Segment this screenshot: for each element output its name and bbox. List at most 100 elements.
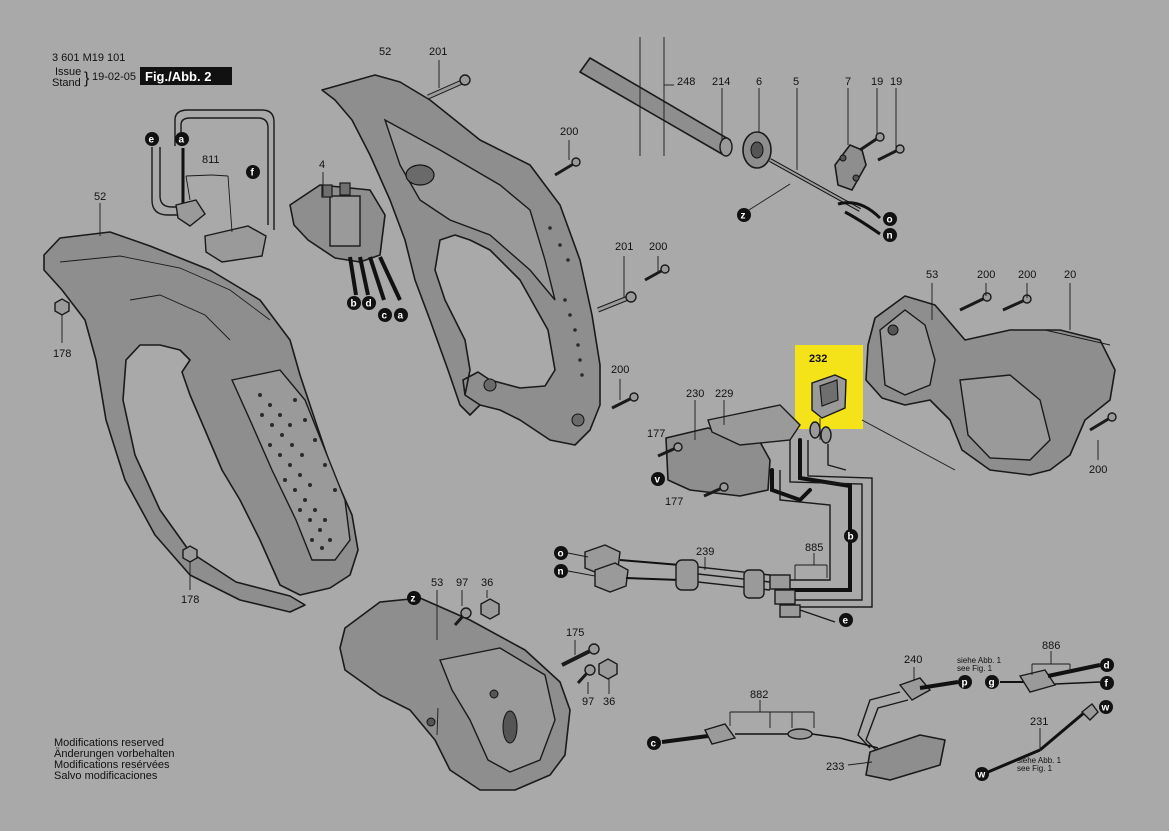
svg-text:f: f <box>1105 679 1109 690</box>
label-97-a: 97 <box>456 577 468 589</box>
issue-date: 19-02-05 <box>92 71 136 83</box>
marker-o1: o <box>883 212 897 226</box>
screw-201-b <box>597 291 637 313</box>
marker-n1: n <box>883 228 897 242</box>
marker-c1: c <box>378 308 392 322</box>
label-201-b: 201 <box>615 241 633 253</box>
marker-b1: b <box>347 296 361 310</box>
grommet-6 <box>742 131 772 169</box>
svg-text:see Fig. 1: see Fig. 1 <box>1017 764 1053 773</box>
marker-f1: f <box>246 165 260 179</box>
label-4: 4 <box>319 159 325 171</box>
label-886: 886 <box>1042 640 1060 652</box>
svg-text:p: p <box>962 678 968 689</box>
footer-line-fr: Modifications resérvées <box>54 759 170 771</box>
screw-175 <box>561 643 600 667</box>
capacitor-233 <box>865 734 946 781</box>
label-239: 239 <box>696 546 714 558</box>
nut-36-a <box>480 598 500 620</box>
label-36-a: 36 <box>481 577 493 589</box>
svg-text:siehe Abb. 1: siehe Abb. 1 <box>1017 756 1062 765</box>
label-232: 232 <box>809 353 827 365</box>
connector-886 <box>1000 663 1101 693</box>
brace-icon: } <box>84 70 90 87</box>
label-230: 230 <box>686 388 704 400</box>
screw-97-b <box>576 664 596 685</box>
screw-177-a <box>657 442 683 458</box>
screw-19-a <box>859 132 885 152</box>
svg-text:v: v <box>655 475 661 486</box>
switch-232 <box>811 374 847 419</box>
screw-19-b <box>877 144 905 162</box>
label-5: 5 <box>793 76 799 88</box>
svg-text:z: z <box>411 594 416 605</box>
label-811: 811 <box>202 154 220 166</box>
fig-label: Fig./Abb. 2 <box>145 69 211 84</box>
screw-200-f <box>1089 412 1117 432</box>
svg-text:o: o <box>558 549 564 560</box>
marker-f2: f <box>1100 676 1114 690</box>
svg-text:b: b <box>848 532 854 543</box>
connectors-232 <box>809 421 832 444</box>
terminals-left <box>584 544 681 593</box>
svg-text:c: c <box>651 739 657 750</box>
label-231: 231 <box>1030 716 1048 728</box>
screw-201-top <box>426 74 471 100</box>
svg-text:a: a <box>179 135 185 146</box>
label-36-b: 36 <box>603 696 615 708</box>
screw-200-a <box>554 157 581 177</box>
svg-text:siehe Abb. 1: siehe Abb. 1 <box>957 656 1002 665</box>
label-177-a: 177 <box>647 428 665 440</box>
marker-v1: v <box>651 472 665 486</box>
label-240: 240 <box>904 654 922 666</box>
label-7: 7 <box>845 76 851 88</box>
footer-line-en: Modifications reserved <box>54 737 164 749</box>
label-200-a: 200 <box>560 126 578 138</box>
see-fig-ref-bottom: siehe Abb. 1 see Fig. 1 <box>1017 756 1062 773</box>
housing-53-lower <box>339 597 571 791</box>
label-229: 229 <box>715 388 733 400</box>
svg-text:o: o <box>887 215 893 226</box>
label-200-c: 200 <box>977 269 995 281</box>
label-52-top: 52 <box>379 46 391 58</box>
svg-text:c: c <box>382 311 388 322</box>
label-97-b: 97 <box>582 696 594 708</box>
marker-p1: p <box>958 675 972 689</box>
connectors-885 <box>769 574 801 618</box>
label-178-bottom: 178 <box>181 594 199 606</box>
label-52-left: 52 <box>94 191 106 203</box>
screw-97-a <box>453 607 472 627</box>
label-885: 885 <box>805 542 823 554</box>
handle-shell-right <box>321 74 601 446</box>
svg-text:w: w <box>1101 703 1110 714</box>
marker-d1: d <box>362 296 376 310</box>
label-200-e: 200 <box>1089 464 1107 476</box>
svg-text:a: a <box>398 311 404 322</box>
footer-line-es: Salvo modificaciones <box>54 770 158 782</box>
screw-177-b <box>703 482 729 498</box>
cord-clamp-7 <box>834 144 867 191</box>
svg-text:g: g <box>989 678 995 689</box>
part-number-labels: 52 201 248 214 6 5 7 19 19 200 811 4 52 … <box>53 46 1107 773</box>
marker-z2: z <box>407 591 421 605</box>
svg-text:d: d <box>1104 661 1110 672</box>
label-53-lower: 53 <box>431 577 443 589</box>
fig-label-box <box>140 67 232 85</box>
label-19-b: 19 <box>890 76 902 88</box>
label-882: 882 <box>750 689 768 701</box>
see-fig-ref-top: siehe Abb. 1 see Fig. 1 <box>957 656 1002 673</box>
marker-d2: d <box>1100 658 1114 672</box>
svg-text:w: w <box>977 770 986 781</box>
label-233: 233 <box>826 761 844 773</box>
svg-text:see Fig. 1: see Fig. 1 <box>957 664 993 673</box>
nut-36-b <box>598 658 618 680</box>
handle-shell-left <box>43 231 359 613</box>
marker-g1: g <box>985 675 999 689</box>
wire-loop-811 <box>151 109 275 263</box>
housing-53-right <box>865 295 1116 476</box>
svg-text:z: z <box>741 211 746 222</box>
stand-label: Stand <box>52 77 81 89</box>
screw-200-d <box>959 292 992 312</box>
